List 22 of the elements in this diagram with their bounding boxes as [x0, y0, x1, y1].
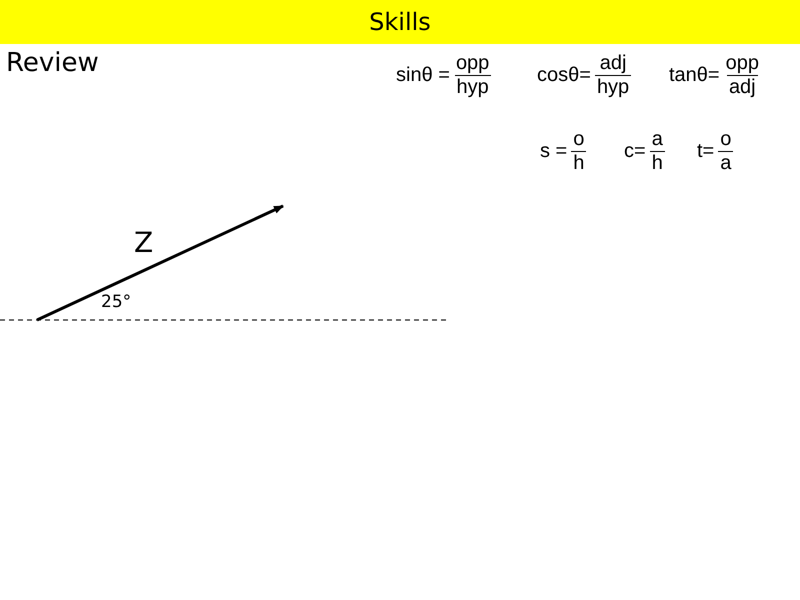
- numerator: o: [719, 128, 732, 151]
- angle-label: 25°: [101, 292, 132, 312]
- denominator: h: [650, 151, 665, 175]
- formula-text: s =: [540, 140, 568, 163]
- denominator: h: [571, 151, 586, 175]
- numerator: opp: [724, 52, 760, 75]
- formula-text: tanθ=: [669, 64, 720, 87]
- numerator: a: [650, 128, 664, 151]
- formula-text: cosθ=: [537, 64, 591, 87]
- formula-text: t=: [697, 140, 714, 163]
- heading: Review: [6, 48, 99, 78]
- denominator: hyp: [594, 75, 632, 99]
- title-bar: Skills: [0, 0, 800, 44]
- vector-label: Z: [134, 226, 154, 259]
- numerator: opp: [454, 52, 490, 75]
- formula-text: c=: [624, 140, 646, 163]
- denominator: a: [718, 151, 734, 175]
- denominator: adj: [726, 75, 758, 99]
- numerator: o: [572, 128, 586, 151]
- formula-text: sinθ =: [396, 64, 450, 87]
- denominator: hyp: [454, 75, 491, 99]
- numerator: adj: [598, 52, 628, 75]
